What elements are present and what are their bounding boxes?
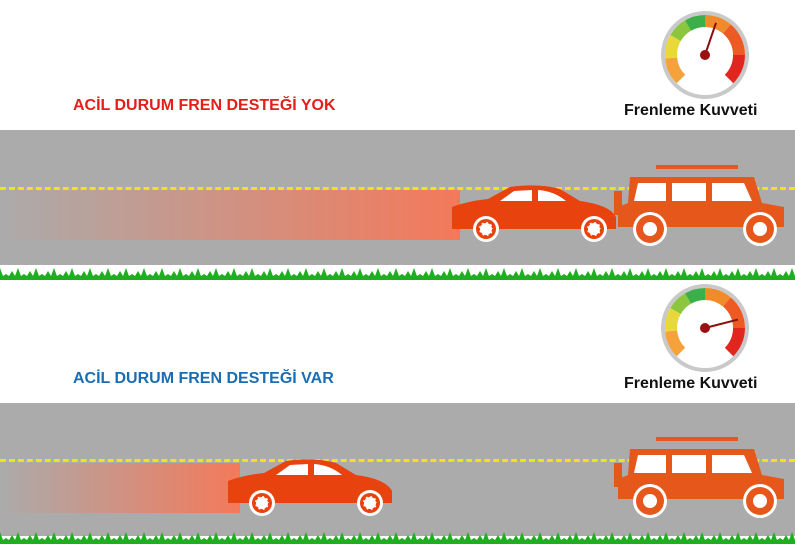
gauge-segment [724, 328, 745, 357]
grass [0, 268, 795, 280]
car-icon [452, 185, 616, 242]
panel-title: ACİL DURUM FREN DESTEĞİ VAR [73, 370, 334, 387]
gauge-segment [665, 308, 681, 332]
gauge-segment [705, 15, 731, 34]
gauge-segment [670, 20, 691, 41]
gauge-label: Frenleme Kuvveti [624, 102, 758, 119]
gauge-label: Frenleme Kuvveti [624, 375, 758, 392]
roof-rack [656, 437, 738, 441]
grass [0, 532, 795, 544]
car-icon [228, 459, 392, 516]
braking-force-gauge [661, 11, 749, 99]
jeep-icon [614, 165, 784, 246]
motion-trail [0, 190, 460, 240]
gauge-segment [685, 288, 705, 304]
lane-line [0, 459, 795, 462]
gauge-segment [722, 297, 745, 328]
gauge-segment [665, 57, 686, 84]
gauge-hub [700, 323, 710, 333]
lane-line [0, 187, 795, 190]
gauge-segment [685, 15, 705, 31]
braking-force-gauge [661, 284, 749, 372]
roof-rack [656, 165, 738, 169]
gauge-needle [704, 22, 717, 56]
panel-title: ACİL DURUM FREN DESTEĞİ YOK [73, 97, 336, 114]
gauge-segment [665, 35, 681, 59]
jeep-icon [614, 437, 784, 518]
gauge-segment [670, 293, 691, 314]
gauge-segment [722, 24, 745, 55]
gauge-needle [704, 318, 739, 329]
gauge-segment [665, 330, 686, 357]
motion-trail [0, 463, 240, 513]
gauge-hub [700, 50, 710, 60]
gauge-segment [705, 288, 731, 307]
gauge-segment [724, 55, 745, 84]
